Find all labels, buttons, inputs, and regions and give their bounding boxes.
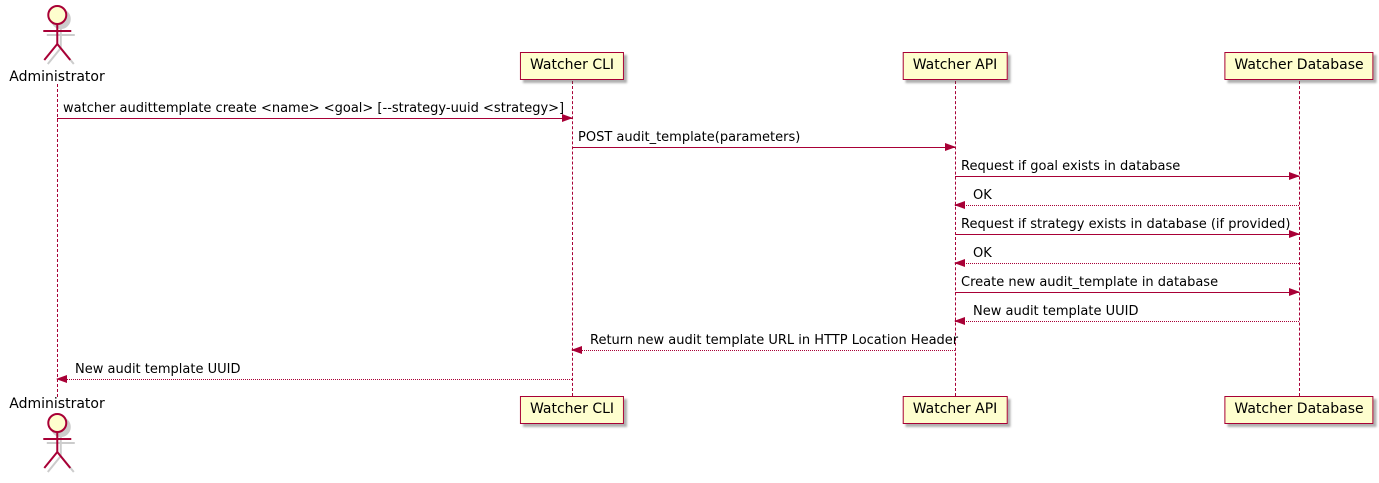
message-label: Return new audit template URL in HTTP Lo… xyxy=(590,333,959,348)
participant-box-watcher-cli-bottom: Watcher CLI xyxy=(519,396,625,424)
message-ok-goal: OK xyxy=(954,188,1299,209)
message-arrow xyxy=(955,288,1300,296)
arrowhead-right-icon xyxy=(562,114,573,122)
message-arrow xyxy=(955,172,1300,180)
message-label: New audit template UUID xyxy=(973,304,1139,319)
message-arrow xyxy=(57,114,573,122)
message-label: Request if strategy exists in database (… xyxy=(961,217,1291,232)
arrowhead-right-icon xyxy=(1289,230,1300,238)
message-arrow xyxy=(954,259,1299,267)
actor-administrator-bottom: Administrator xyxy=(9,396,105,478)
message-arrow xyxy=(954,201,1299,209)
actor-administrator-top: Administrator xyxy=(9,4,105,85)
message-label: OK xyxy=(973,246,992,261)
actor-stick-figure-icon xyxy=(43,413,75,473)
message-post-audit-template: POST audit_template(parameters) xyxy=(572,130,956,151)
message-label: Request if goal exists in database xyxy=(961,159,1181,174)
message-label: OK xyxy=(973,188,992,203)
message-label: POST audit_template(parameters) xyxy=(578,130,801,145)
actor-label-administrator: Administrator xyxy=(9,396,105,412)
lifeline-watcher-api xyxy=(955,81,956,396)
participant-box-watcher-api-bottom: Watcher API xyxy=(902,396,1008,424)
message-arrow xyxy=(954,317,1299,325)
arrowhead-right-icon xyxy=(1289,288,1300,296)
participant-box-watcher-database-top: Watcher Database xyxy=(1224,52,1374,80)
arrowhead-left-icon xyxy=(954,201,965,209)
message-request-strategy-exists: Request if strategy exists in database (… xyxy=(955,217,1300,238)
message-new-audit-template-uuid-admin: New audit template UUID xyxy=(56,362,572,383)
participant-box-watcher-database-bottom: Watcher Database xyxy=(1224,396,1374,424)
message-label: Create new audit_template in database xyxy=(961,275,1219,290)
participant-box-watcher-cli-top: Watcher CLI xyxy=(519,52,625,80)
arrowhead-left-icon xyxy=(571,346,582,354)
lifeline-administrator xyxy=(57,84,58,397)
message-create-audit-template-db: Create new audit_template in database xyxy=(955,275,1300,296)
arrowhead-left-icon xyxy=(56,375,67,383)
message-arrow xyxy=(571,346,955,354)
arrowhead-right-icon xyxy=(1289,172,1300,180)
arrowhead-left-icon xyxy=(954,259,965,267)
message-cli-create-command: watcher audittemplate create <name> <goa… xyxy=(57,101,573,122)
lifeline-watcher-database xyxy=(1299,81,1300,396)
arrowhead-right-icon xyxy=(945,143,956,151)
message-request-goal-exists: Request if goal exists in database xyxy=(955,159,1300,180)
message-arrow xyxy=(56,375,572,383)
message-new-audit-template-uuid-db: New audit template UUID xyxy=(954,304,1299,325)
message-ok-strategy: OK xyxy=(954,246,1299,267)
actor-stick-figure-icon xyxy=(43,5,75,65)
actor-label-administrator: Administrator xyxy=(9,69,105,85)
arrowhead-left-icon xyxy=(954,317,965,325)
message-arrow xyxy=(572,143,956,151)
message-arrow xyxy=(955,230,1300,238)
message-label: watcher audittemplate create <name> <goa… xyxy=(63,101,565,116)
message-label: New audit template UUID xyxy=(75,362,241,377)
lifeline-watcher-cli xyxy=(572,81,573,396)
message-return-url-location-header: Return new audit template URL in HTTP Lo… xyxy=(571,333,959,354)
participant-box-watcher-api-top: Watcher API xyxy=(902,52,1008,80)
